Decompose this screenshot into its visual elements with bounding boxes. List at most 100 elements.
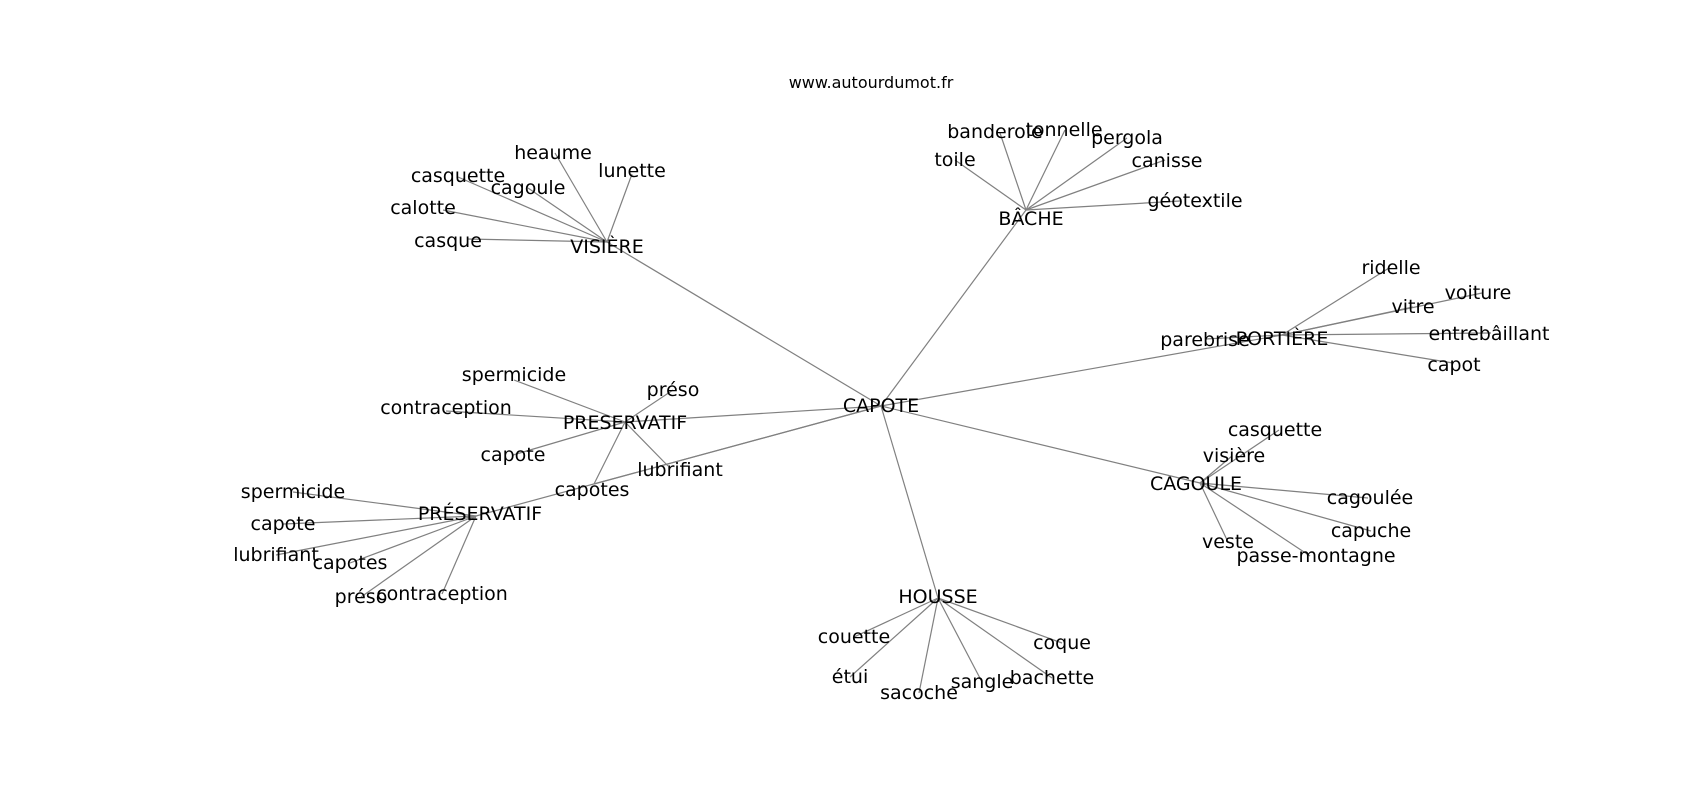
edge-cagoule-cagoulee [1199, 482, 1369, 499]
node-word-ridelle: ridelle [1361, 257, 1420, 279]
edge-cagoule-capuche [1199, 482, 1372, 532]
edge-bache-canisse [1025, 159, 1166, 211]
node-word-capot: capot [1427, 354, 1480, 376]
node-hub-visiere: VISIÈRE [570, 235, 643, 258]
edge-center-cagoule [880, 405, 1201, 484]
edge-visiere-casque [466, 238, 608, 243]
node-word-coque: coque [1033, 632, 1091, 654]
node-word-canisse: canisse [1132, 150, 1203, 172]
edge-visiere-heaume [554, 152, 608, 243]
node-word-visiere: visière [1203, 445, 1265, 467]
edge-capotes-center [593, 405, 882, 485]
node-word-capotes: capotes [555, 479, 630, 501]
node-word-capote: capote [251, 513, 316, 535]
edge-preservatif-capotes [593, 421, 626, 485]
node-word-capotes: capotes [313, 552, 388, 574]
node-word-voiture: voiture [1445, 282, 1512, 304]
node-hub-portiere: PORTIÈRE [1236, 327, 1329, 350]
edge-housse-coque [937, 597, 1063, 644]
edge-center-housse [880, 405, 939, 599]
edge-preservatif-contraception [441, 515, 477, 595]
node-word-cagoulee: cagoulée [1327, 487, 1413, 509]
edge-bache-toile [954, 159, 1027, 211]
node-word-casquette: casquette [411, 165, 505, 187]
node-hub-preservatif: PRESERVATIF [563, 412, 687, 434]
edge-center-visiere [606, 241, 882, 407]
edge-bache-tonnelle [1025, 129, 1066, 211]
edge-portiere-parebrise [1204, 334, 1283, 340]
edge-preservatif-spermicide [292, 491, 477, 517]
node-hub-housse: HOUSSE [898, 586, 977, 608]
edge-visiere-lunette [606, 173, 633, 243]
node-word-etui: étui [832, 666, 868, 688]
graph-edges [275, 129, 1492, 694]
node-word-capuche: capuche [1331, 520, 1411, 542]
edge-preservatif-contraception [445, 410, 626, 423]
node-word-lunette: lunette [598, 160, 666, 182]
edge-portiere-capot [1281, 334, 1454, 364]
source-url: www.autourdumot.fr [789, 73, 954, 92]
node-word-couette: couette [818, 626, 890, 648]
edge-center-preservatif [624, 405, 882, 423]
edge-visiere-casquette [457, 176, 608, 243]
edge-preservatif-preso [624, 389, 674, 423]
edge-bache-banderole [999, 132, 1027, 211]
node-word-parebrise: parebrise [1160, 329, 1250, 351]
edge-preservatif-lubrifiant [275, 515, 477, 556]
node-word-preso: préso [335, 586, 388, 608]
edge-cagoule-casquette [1199, 429, 1280, 484]
edge-housse-etui [849, 597, 939, 678]
edge-preservatif-preso [360, 515, 477, 598]
graph-labels: CAPOTEVISIÈREheaumelunettecasquettecagou… [233, 119, 1549, 704]
node-word-spermicide: spermicide [462, 364, 566, 386]
node-word-heaume: heaume [514, 142, 592, 164]
edge-portiere-ridelle [1281, 267, 1390, 336]
edge-portiere-entrebaillant [1281, 332, 1492, 336]
node-word-casquette: casquette [1228, 419, 1322, 441]
node-word-toile: toile [934, 149, 975, 171]
node-word-veste: veste [1202, 531, 1254, 553]
node-word-vitre: vitre [1391, 296, 1434, 318]
node-word-lubrifiant: lubrifiant [637, 459, 723, 481]
edge-housse-sangle [937, 597, 983, 683]
edge-center-portiere [880, 334, 1283, 407]
node-word-cagoule: cagoule [491, 177, 566, 199]
edge-housse-couette [853, 597, 939, 638]
node-word-contraception: contraception [376, 583, 508, 605]
edge-cagoule-visiere [1199, 455, 1233, 484]
edge-preservatif-spermicide [513, 379, 626, 423]
edge-preservatif-capote [512, 421, 626, 456]
edge-visiere-cagoule [527, 187, 608, 243]
node-hub-bache: BÂCHE [998, 207, 1063, 230]
edge-housse-sacoche [918, 597, 939, 694]
edge-center-bache [880, 209, 1027, 407]
node-word-spermicide: spermicide [241, 481, 345, 503]
node-word-lubrifiant: lubrifiant [233, 544, 319, 566]
edge-preservatif-capote [282, 515, 477, 525]
node-word-pergola: pergola [1091, 127, 1163, 149]
node-word-preso: préso [647, 379, 700, 401]
node-word-calotte: calotte [390, 197, 456, 219]
node-word-casque: casque [414, 230, 482, 252]
edge-housse-bachette [937, 597, 1053, 679]
node-word-banderole: banderole [947, 121, 1042, 143]
edge-bache-geotextile [1025, 200, 1181, 211]
node-hub-preservatif: PRÉSERVATIF [418, 502, 542, 525]
edge-bache-pergola [1025, 137, 1128, 211]
node-word-entrebaillant: entrebâillant [1429, 323, 1550, 345]
edge-cagoule-passe-montagne [1199, 482, 1311, 557]
node-word-geotextile: géotextile [1147, 190, 1242, 212]
node-word-passe-montagne: passe-montagne [1236, 545, 1395, 567]
node-center: CAPOTE [843, 395, 919, 417]
node-word-sangle: sangle [951, 671, 1014, 693]
node-word-bachette: bachette [1010, 667, 1094, 689]
node-word-tonnelle: tonnelle [1025, 119, 1102, 141]
node-word-capote: capote [481, 444, 546, 466]
edge-portiere-vitre [1281, 306, 1414, 336]
node-hub-cagoule: CAGOULE [1150, 473, 1242, 495]
edge-preservatif-capotes [349, 515, 477, 564]
edge-preservatif-lubrifiant [624, 421, 669, 467]
node-word-contraception: contraception [380, 397, 512, 419]
edge-visiere-calotte [442, 209, 608, 243]
